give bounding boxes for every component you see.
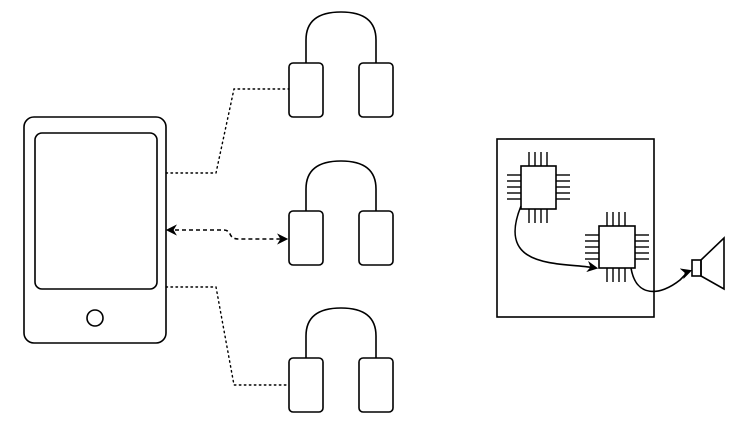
connection-line-top bbox=[165, 88, 290, 174]
speaker-icon bbox=[691, 236, 725, 291]
microchip-icon bbox=[585, 212, 649, 282]
signal-wire bbox=[514, 205, 599, 273]
circuit-board-icon bbox=[496, 138, 655, 318]
microchip-icon bbox=[507, 152, 570, 223]
signal-wire bbox=[630, 267, 693, 293]
connection-line-bottom bbox=[165, 286, 290, 386]
tablet-icon bbox=[23, 116, 167, 344]
headphones-icon bbox=[288, 11, 394, 118]
connection-line-middle-arrow bbox=[165, 224, 289, 245]
headphones-icon bbox=[288, 307, 394, 413]
headphones-icon bbox=[288, 160, 394, 266]
